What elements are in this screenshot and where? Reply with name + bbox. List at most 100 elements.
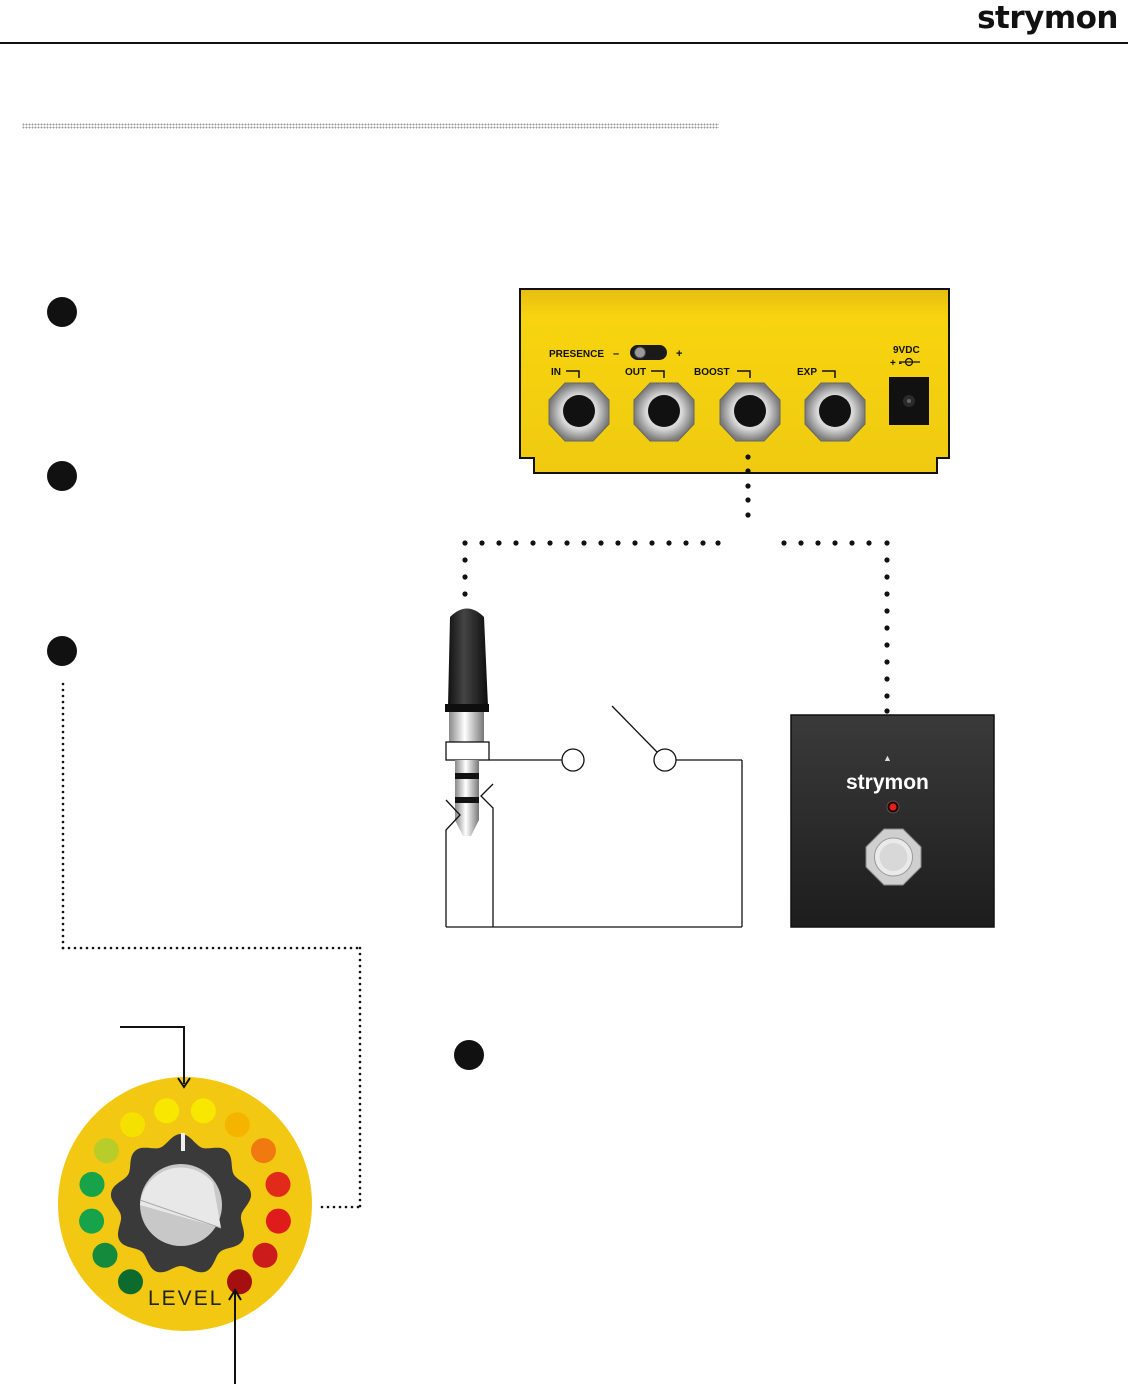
- presence-minus-label: –: [613, 348, 619, 360]
- connector-dot: [61, 742, 65, 746]
- connector-dot: [121, 946, 125, 950]
- power-polarity-icon: [899, 357, 920, 367]
- connector-dot: [358, 988, 362, 992]
- connector-dot: [169, 946, 173, 950]
- connector-dot: [61, 778, 65, 782]
- connector-dot: [235, 946, 239, 950]
- level-led: [94, 1138, 119, 1164]
- power-jack[interactable]: [889, 377, 929, 425]
- dotted-connector: [462, 454, 890, 714]
- connector-dot: [358, 1120, 362, 1124]
- connector-dot: [358, 1144, 362, 1148]
- connector-dot: [271, 946, 275, 950]
- connector-dot: [358, 1054, 362, 1058]
- connector-dot: [358, 1102, 362, 1106]
- level-label: LEVEL: [148, 1287, 223, 1310]
- connector-dot: [61, 850, 65, 854]
- connector-dot: [61, 820, 65, 824]
- connector-dot: [91, 946, 95, 950]
- connector-dot: [358, 1132, 362, 1136]
- jack-in[interactable]: [548, 382, 610, 442]
- footswitch-arrow-icon: ▲: [883, 753, 892, 763]
- connector-dot: [349, 946, 353, 950]
- connector-dot: [175, 946, 179, 950]
- connector-dot: [61, 772, 65, 776]
- connector-dot: [358, 952, 362, 956]
- connector-dot: [332, 1205, 336, 1209]
- jack-label-exp: EXP: [797, 367, 817, 378]
- connector-dot: [265, 946, 269, 950]
- connector-dot: [61, 712, 65, 716]
- connector-dot: [61, 874, 65, 878]
- connector-dot: [61, 904, 65, 908]
- connector-dot: [61, 922, 65, 926]
- level-led: [224, 1112, 250, 1138]
- connector-dot: [358, 1156, 362, 1160]
- connector-dot: [358, 1138, 362, 1142]
- power-polarity-label: + -: [890, 358, 902, 369]
- connector-dot: [358, 994, 362, 998]
- connector-dot: [259, 946, 263, 950]
- level-led: [265, 1208, 291, 1234]
- connector-dot: [61, 880, 65, 884]
- connector-dot: [61, 748, 65, 752]
- connector-dot: [325, 946, 329, 950]
- jack-boost[interactable]: [719, 382, 781, 442]
- connector-dot: [253, 946, 257, 950]
- presence-toggle-knob: [634, 346, 646, 359]
- connector-dot: [61, 706, 65, 710]
- header-rule: [0, 42, 1128, 44]
- level-knob-assembly: LEVEL: [58, 1077, 312, 1331]
- knob-pointer: [181, 1133, 185, 1151]
- connector-dot: [358, 1180, 362, 1184]
- connector-dot: [61, 766, 65, 770]
- level-led: [265, 1171, 291, 1197]
- connector-dot: [313, 946, 317, 950]
- level-led: [190, 1098, 216, 1124]
- level-led: [79, 1208, 105, 1234]
- connector-dot: [61, 796, 65, 800]
- connector-dot: [277, 946, 281, 950]
- connector-dot: [151, 946, 155, 950]
- connector-dot: [358, 1168, 362, 1172]
- strymon-logo: strymon: [977, 0, 1118, 36]
- connector-dot: [241, 946, 245, 950]
- connector-dot: [61, 934, 65, 938]
- connector-dot: [139, 946, 143, 950]
- level-led: [120, 1112, 146, 1138]
- connector-dot: [145, 946, 149, 950]
- connector-dot: [358, 1072, 362, 1076]
- jack-exp[interactable]: [804, 382, 866, 442]
- connector-dot: [67, 946, 71, 950]
- connector-dot: [163, 946, 167, 950]
- connector-dot: [85, 946, 89, 950]
- jack-label-boost: BOOST: [694, 367, 730, 378]
- jack-label-in: IN: [551, 367, 561, 378]
- connector-dot: [358, 1030, 362, 1034]
- footswitch-button[interactable]: [865, 828, 922, 886]
- strymon-footswitch: ▲ strymon: [790, 714, 995, 928]
- connector-dot: [61, 892, 65, 896]
- presence-plus-label: +: [676, 348, 682, 360]
- connector-dot: [127, 946, 131, 950]
- connector-dot: [358, 1066, 362, 1070]
- connector-dot: [61, 868, 65, 872]
- level-dotted-connector: [61, 682, 362, 1209]
- connector-dot: [73, 946, 77, 950]
- connector-dot: [109, 946, 113, 950]
- power-label: 9VDC: [893, 345, 920, 356]
- connector-dot: [61, 724, 65, 728]
- connector-dot: [358, 1000, 362, 1004]
- connector-dot: [103, 946, 107, 950]
- connector-dot: [61, 682, 65, 686]
- connector-dot: [223, 946, 227, 950]
- jack-out[interactable]: [633, 382, 695, 442]
- connector-dot: [358, 1060, 362, 1064]
- jack-label-out: OUT: [625, 367, 646, 378]
- connector-dot: [61, 826, 65, 830]
- connector-dot: [358, 982, 362, 986]
- step-marker-2: [47, 461, 77, 491]
- footswitch-led: [889, 803, 897, 811]
- min-arrow-icon: [228, 1288, 242, 1384]
- connector-dot: [358, 1012, 362, 1016]
